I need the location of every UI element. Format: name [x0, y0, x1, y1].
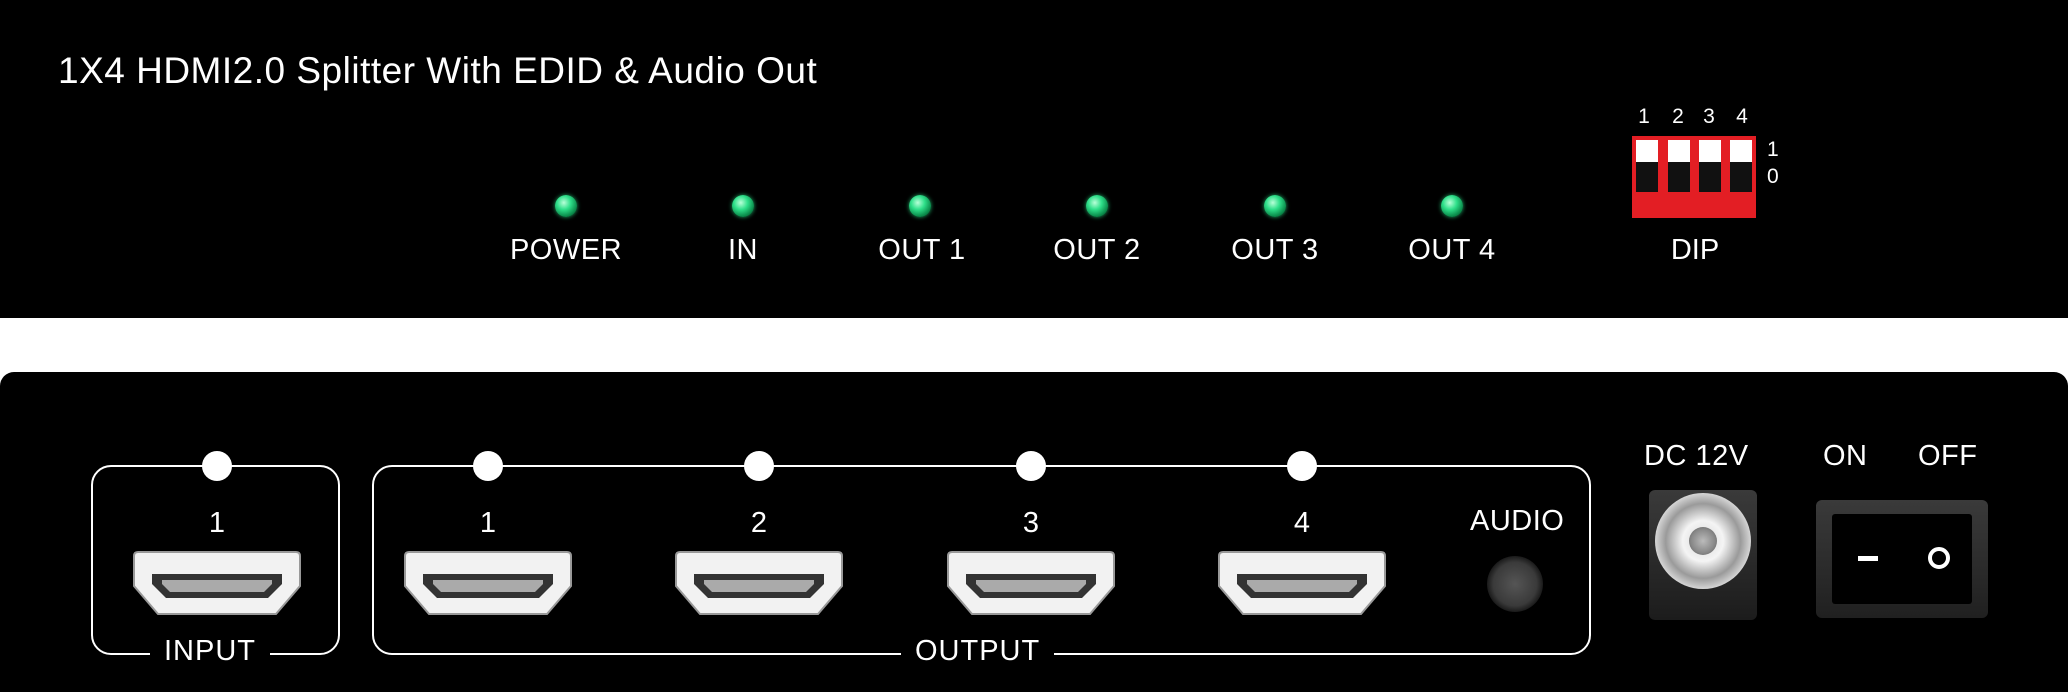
out2-led-label: OUT 2 [1053, 234, 1141, 266]
output2-led-dot [744, 451, 774, 481]
output4-led-dot [1287, 451, 1317, 481]
dip-number-3: 3 [1703, 105, 1715, 128]
dc-power-pin [1689, 527, 1717, 555]
dip-switch-1[interactable] [1636, 140, 1658, 192]
audio-label: AUDIO [1470, 505, 1565, 537]
dip-switch-1-lever [1636, 140, 1658, 162]
dip-state-0-label: 0 [1767, 165, 1779, 188]
out4-led-indicator [1441, 195, 1463, 217]
out3-led-indicator [1264, 195, 1286, 217]
out4-led-label: OUT 4 [1408, 234, 1496, 266]
output-port-number-1: 1 [479, 507, 497, 539]
dip-switch-3-lever [1699, 140, 1721, 162]
output-port-number-4: 4 [1293, 507, 1311, 539]
device-title: 1X4 HDMI2.0 Splitter With EDID & Audio O… [58, 50, 818, 91]
dc-power-label: DC 12V [1644, 440, 1749, 472]
power-led-label: POWER [509, 234, 623, 266]
off-label: OFF [1918, 440, 1978, 472]
dip-switch-block [1632, 136, 1756, 218]
input-led-dot [202, 451, 232, 481]
output3-led-dot [1016, 451, 1046, 481]
hdmi-output-port-3[interactable] [942, 550, 1120, 618]
dip-switch-3[interactable] [1699, 140, 1721, 192]
input-group-label: INPUT [150, 635, 270, 668]
dip-switch-2[interactable] [1668, 140, 1690, 192]
output-group-label: OUTPUT [901, 635, 1055, 668]
in-led-label: IN [728, 234, 758, 266]
out1-led-indicator [909, 195, 931, 217]
power-rocker-switch[interactable] [1832, 514, 1972, 604]
on-label: ON [1823, 440, 1868, 472]
dip-switch-4[interactable] [1730, 140, 1752, 192]
out2-led-indicator [1086, 195, 1108, 217]
output-port-number-2: 2 [750, 507, 768, 539]
hdmi-input-port-1[interactable] [128, 550, 306, 618]
dip-number-2: 2 [1672, 105, 1684, 128]
audio-out-jack[interactable] [1487, 556, 1543, 612]
dip-number-4: 4 [1736, 105, 1748, 128]
hdmi-output-port-2[interactable] [670, 550, 848, 618]
power-led-indicator [555, 195, 577, 217]
dip-state-1-label: 1 [1767, 138, 1779, 161]
switch-off-symbol [1928, 547, 1950, 569]
front-panel: 1X4 HDMI2.0 Splitter With EDID & Audio O… [0, 0, 2068, 318]
input-port-number-1: 1 [208, 507, 226, 539]
hdmi-output-port-4[interactable] [1213, 550, 1391, 618]
dip-switch-2-lever [1668, 140, 1690, 162]
in-led-indicator [732, 195, 754, 217]
switch-on-symbol [1858, 556, 1878, 561]
dip-switch-4-lever [1730, 140, 1752, 162]
output1-led-dot [473, 451, 503, 481]
hdmi-output-port-1[interactable] [399, 550, 577, 618]
dip-label: DIP [1670, 234, 1720, 266]
out3-led-label: OUT 3 [1231, 234, 1319, 266]
output-port-number-3: 3 [1022, 507, 1040, 539]
out1-led-label: OUT 1 [878, 234, 966, 266]
dip-number-1: 1 [1638, 105, 1650, 128]
